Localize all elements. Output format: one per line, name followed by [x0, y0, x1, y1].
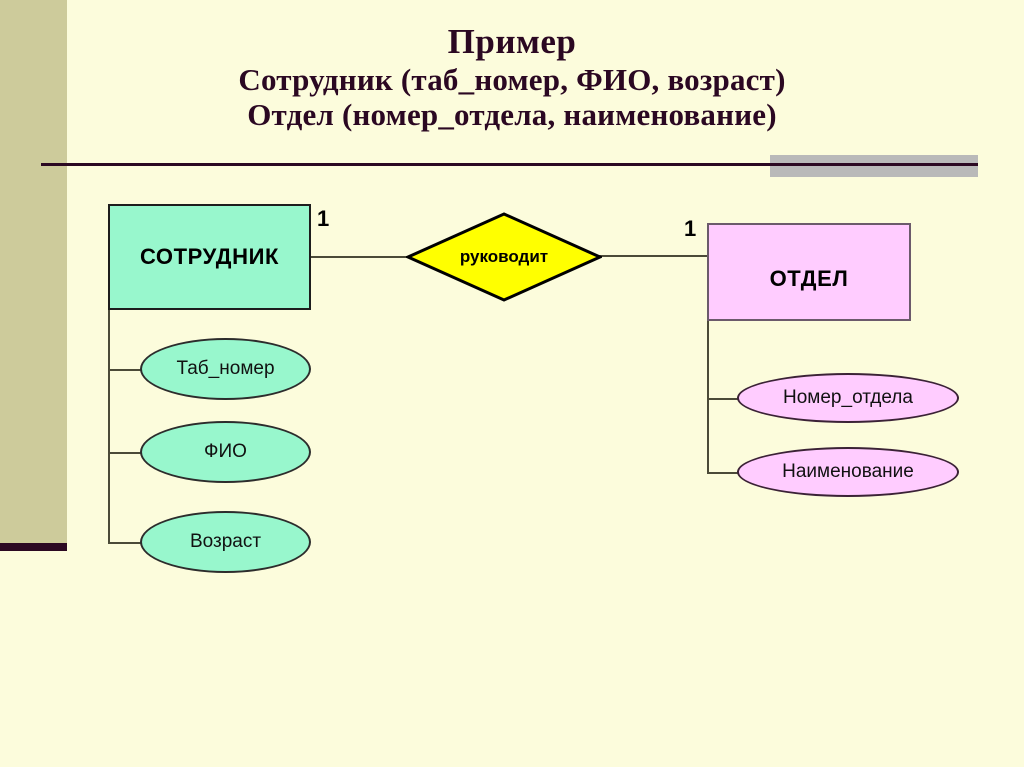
attribute-nomer-otdela-label: Номер_отдела: [783, 387, 913, 408]
entity-department-label: ОТДЕЛ: [769, 266, 849, 291]
attribute-tab-nomer-label: Таб_номер: [176, 358, 275, 379]
attribute-fio[interactable]: ФИО: [140, 421, 311, 483]
attribute-vozrast[interactable]: Возраст: [140, 511, 311, 573]
connector-department-attr-1: [707, 398, 739, 400]
left-decorative-band: [0, 0, 67, 543]
connector-employee-attribute-trunk: [108, 310, 110, 544]
header-divider-rule: [41, 163, 978, 166]
connector-employee-attr-2: [108, 452, 142, 454]
title-heading: Пример: [447, 22, 577, 61]
attribute-naimenovanie-label: Наименование: [782, 461, 914, 482]
attribute-tab-nomer[interactable]: Таб_номер: [140, 338, 311, 400]
connector-department-attr-2: [707, 472, 739, 474]
left-band-footer-bar: [0, 543, 67, 551]
connector-relationship-to-department: [597, 255, 708, 257]
header-shadow-block: [770, 155, 978, 177]
attribute-nomer-otdela[interactable]: Номер_отдела: [737, 373, 959, 423]
connector-employee-attr-1: [108, 369, 142, 371]
title-relation-department: Отдел (номер_отдела, наименование): [247, 97, 777, 133]
title-relation-employee: Сотрудник (таб_номер, ФИО, возраст): [238, 61, 786, 97]
connector-employee-attr-3: [108, 542, 142, 544]
page-title: Пример Сотрудник (таб_номер, ФИО, возрас…: [0, 22, 1024, 133]
attribute-fio-label: ФИО: [204, 441, 247, 462]
entity-employee-label: СОТРУДНИК: [139, 244, 280, 269]
diamond-shape: [406, 212, 602, 302]
cardinality-department: 1: [684, 216, 697, 241]
connector-employee-to-relationship: [311, 256, 411, 258]
relationship-manages[interactable]: руководит: [406, 212, 602, 302]
cardinality-employee: 1: [317, 206, 330, 231]
attribute-vozrast-label: Возраст: [189, 531, 262, 552]
connector-department-attribute-trunk: [707, 321, 709, 473]
entity-employee[interactable]: СОТРУДНИК: [108, 204, 311, 310]
relationship-label: руководит: [459, 247, 549, 266]
attribute-naimenovanie[interactable]: Наименование: [737, 447, 959, 497]
entity-department[interactable]: ОТДЕЛ: [707, 223, 911, 321]
